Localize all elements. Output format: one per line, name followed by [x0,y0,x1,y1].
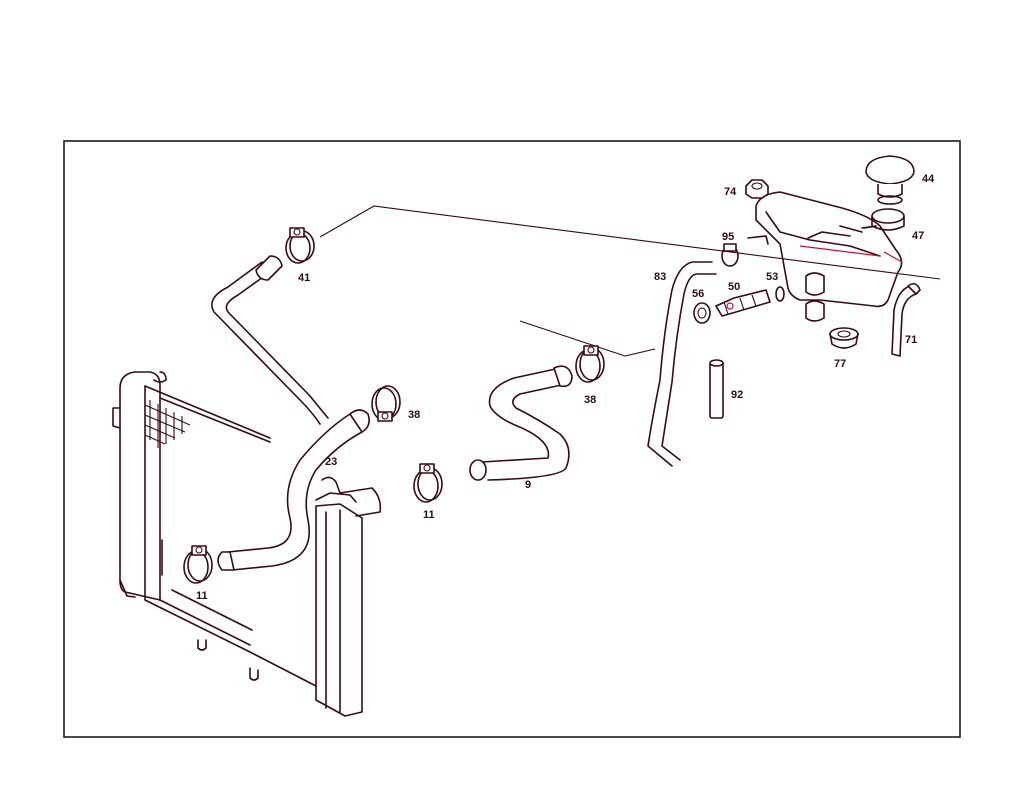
expansion-tank [755,191,905,322]
leader-line-mid [624,348,656,357]
grommet-77 [829,327,859,349]
label-11a: 11 [423,509,435,521]
hose-83 [647,261,717,467]
label-9: 9 [525,479,531,491]
clamp-41 [285,227,315,264]
label-71: 71 [905,334,917,346]
label-56: 56 [692,288,704,300]
label-53: 53 [766,271,778,283]
leader-line-top [319,205,941,280]
label-47: 47 [912,230,924,242]
label-44: 44 [922,173,935,185]
label-77: 77 [834,358,846,370]
leader-line-diag [519,320,626,357]
clamp-38b [575,345,605,383]
label-38a: 38 [408,409,420,421]
hose-71 [891,282,921,357]
radiator [112,371,363,717]
o-ring-53 [775,286,785,302]
hose-9 [469,365,573,481]
label-83: 83 [654,271,666,283]
washer-56 [693,302,711,324]
outlet-pipe [321,476,382,517]
label-23: 23 [325,456,337,468]
label-74: 74 [724,186,737,198]
clamp-11b [183,545,213,584]
bracket-95 [747,235,769,245]
radiator-cap-44 [865,155,915,205]
label-92: 92 [731,389,743,401]
nut-74 [745,179,769,199]
clamp-95 [721,243,739,267]
hose-41 [211,255,329,425]
hose-23 [217,409,370,571]
label-50: 50 [728,281,740,293]
tube-92 [709,359,724,419]
label-11b: 11 [196,590,208,602]
clamp-11a [413,463,443,503]
diagram-frame [63,140,961,738]
label-41: 41 [298,272,310,284]
label-95: 95 [722,231,734,243]
sensor-50 [715,289,771,317]
clamp-38a [371,385,401,422]
part-labels: 41 38 38 23 9 11 11 83 74 95 44 47 56 50… [196,173,935,602]
label-38b: 38 [584,394,596,406]
